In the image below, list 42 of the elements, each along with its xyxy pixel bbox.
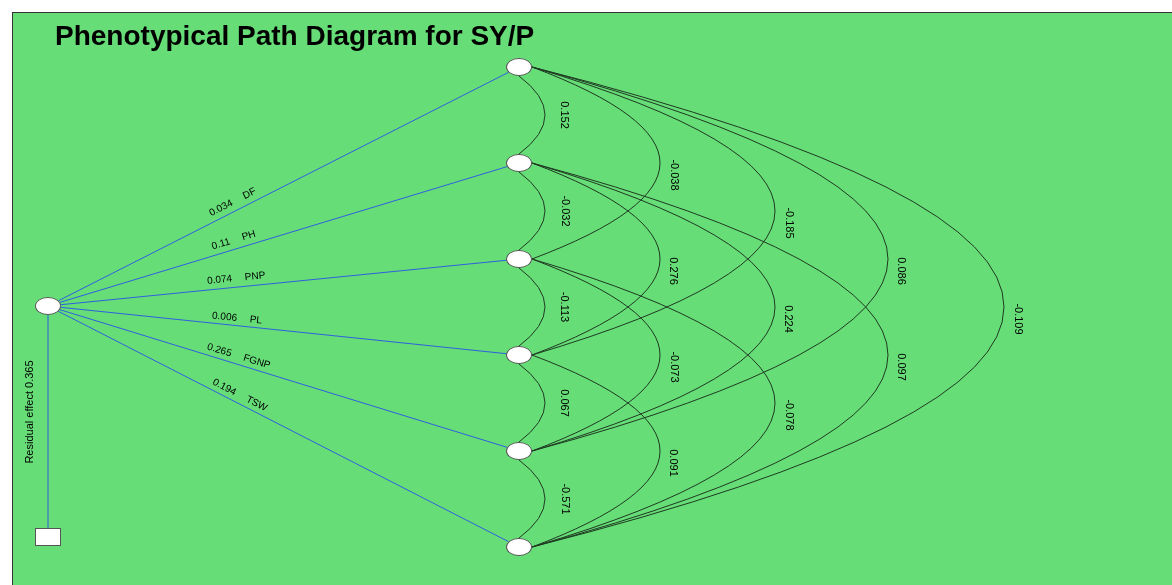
correlation-arc: [531, 66, 661, 260]
edge-label: -0.109: [1012, 302, 1025, 336]
edge-label: 0.224: [782, 304, 795, 334]
correlation-arc: [518, 363, 546, 443]
edge-label: 0.276: [667, 256, 680, 286]
edge-label: 0.086: [895, 256, 908, 286]
path-line: [47, 314, 49, 529]
edge-label: 0.097: [895, 352, 908, 382]
edge-label: 0.074 PNP: [205, 269, 267, 288]
edge-label: 0.152: [558, 100, 571, 130]
path-line: [60, 306, 507, 355]
edge-label: -0.073: [668, 350, 681, 384]
correlation-arc: [531, 66, 776, 356]
edge-label: 0.265 FGNP: [204, 340, 273, 372]
edge-label: 0.194 TSW: [210, 375, 271, 415]
correlation-arc: [531, 162, 661, 356]
correlation-arc: [531, 258, 661, 452]
correlation-arc: [531, 258, 776, 548]
correlation-arc: [518, 75, 546, 155]
correlation-arc: [518, 459, 546, 539]
path-line: [59, 309, 508, 448]
path-line: [58, 71, 509, 302]
edge-label: Residual effect 0.365: [22, 358, 35, 465]
edge-label: 0.006 PL: [210, 308, 264, 327]
correlation-arc: [531, 354, 661, 548]
edge-label: 0.11 PH: [209, 227, 259, 253]
edge-label: 0.091: [667, 448, 680, 478]
edge-label: 0.067: [558, 388, 571, 418]
edge-label: -0.571: [559, 482, 572, 516]
path-line: [59, 166, 508, 303]
edge-label: -0.038: [668, 158, 681, 192]
path-line: [57, 310, 510, 543]
correlation-arc: [518, 267, 546, 347]
edge-label: 0.034 DF: [205, 185, 259, 220]
path-line: [60, 259, 507, 306]
edge-label: -0.032: [559, 194, 572, 228]
correlation-arc: [518, 171, 546, 251]
residual-box: [35, 528, 61, 546]
edge-label: -0.113: [559, 290, 572, 324]
edge-label: -0.185: [783, 206, 796, 240]
edge-label: -0.078: [783, 398, 796, 432]
correlation-arc: [531, 66, 1005, 548]
